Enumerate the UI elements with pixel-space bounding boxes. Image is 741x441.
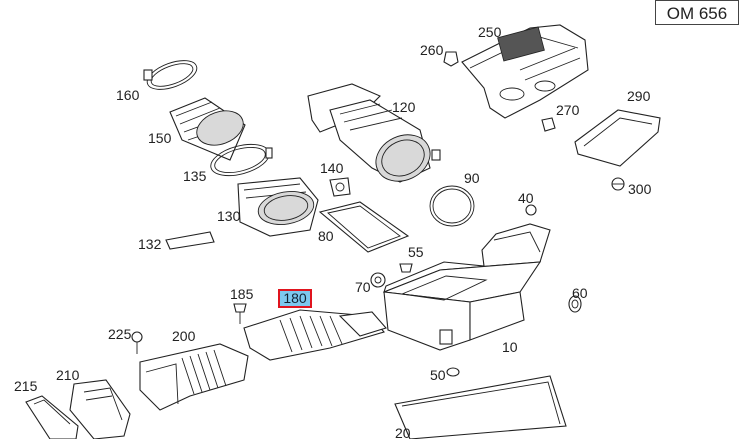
callout-90[interactable]: 90 [464, 170, 480, 186]
part-132-label[interactable] [165, 231, 215, 250]
callout-160[interactable]: 160 [116, 87, 140, 103]
callout-290[interactable]: 290 [627, 88, 651, 104]
callout-260[interactable]: 260 [420, 42, 444, 58]
engine-code-label: OM 656 [655, 0, 739, 25]
callout-150[interactable]: 150 [148, 130, 172, 146]
part-150-bellows[interactable] [169, 97, 248, 161]
part-70-grommet[interactable] [370, 272, 386, 288]
part-250-engine-cover[interactable] [461, 24, 589, 119]
part-20-filter-element[interactable] [394, 375, 567, 439]
part-50-grommet[interactable] [446, 367, 460, 377]
part-60-grommet[interactable] [568, 295, 582, 313]
part-180-air-duct[interactable] [243, 309, 387, 361]
part-120-intake-pipe[interactable] [307, 83, 441, 190]
callout-210[interactable]: 210 [56, 367, 80, 383]
part-200-duct[interactable] [139, 343, 249, 411]
part-90-ring[interactable] [429, 185, 475, 227]
part-55-clip[interactable] [399, 263, 413, 273]
part-160-clamp[interactable] [143, 55, 200, 95]
callout-130[interactable]: 130 [217, 208, 241, 224]
part-135-seal[interactable] [207, 139, 273, 182]
callout-55[interactable]: 55 [408, 244, 424, 260]
callout-50[interactable]: 50 [430, 367, 446, 383]
callout-132[interactable]: 132 [138, 236, 162, 252]
part-80-filter-seal[interactable] [318, 201, 410, 253]
selected-part-highlight[interactable]: 180 [278, 289, 312, 308]
part-260-clip[interactable] [443, 51, 459, 67]
callout-60[interactable]: 60 [572, 285, 588, 301]
part-40-screw[interactable] [525, 204, 537, 216]
part-10-filter-housing[interactable] [383, 223, 551, 351]
part-300-screw[interactable] [611, 177, 625, 191]
callout-10[interactable]: 10 [502, 339, 518, 355]
callout-250[interactable]: 250 [478, 24, 502, 40]
callout-70[interactable]: 70 [355, 279, 371, 295]
part-225-screw[interactable] [131, 331, 143, 354]
callout-300[interactable]: 300 [628, 181, 652, 197]
callout-200[interactable]: 200 [172, 328, 196, 344]
part-215-seal[interactable] [25, 395, 79, 439]
callout-180[interactable]: 180 [280, 291, 310, 306]
callout-215[interactable]: 215 [14, 378, 38, 394]
callout-225[interactable]: 225 [108, 326, 132, 342]
callout-140[interactable]: 140 [320, 160, 344, 176]
part-185-screw[interactable] [233, 303, 247, 324]
callout-20[interactable]: 20 [395, 425, 411, 441]
callout-135[interactable]: 135 [183, 168, 207, 184]
part-210-adapter[interactable] [69, 379, 131, 439]
callout-80[interactable]: 80 [318, 228, 334, 244]
part-130-housing[interactable] [237, 177, 319, 237]
part-140-bracket[interactable] [329, 177, 351, 197]
callout-120[interactable]: 120 [392, 99, 416, 115]
part-290-cover[interactable] [574, 109, 661, 167]
callout-40[interactable]: 40 [518, 190, 534, 206]
part-270-clip[interactable] [541, 117, 556, 132]
callout-270[interactable]: 270 [556, 102, 580, 118]
callout-185[interactable]: 185 [230, 286, 254, 302]
